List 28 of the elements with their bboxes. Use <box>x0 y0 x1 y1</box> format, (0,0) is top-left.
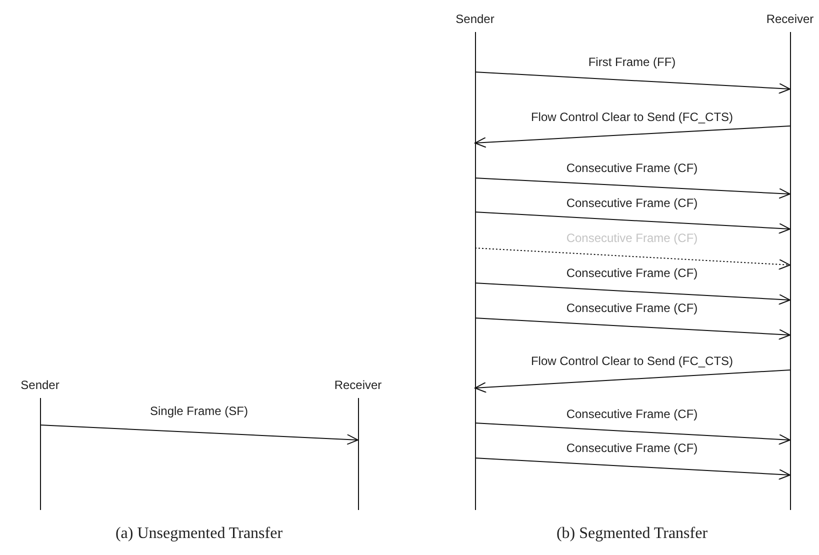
message-arrow <box>474 458 790 480</box>
edge-label: First Frame (FF) <box>588 55 676 69</box>
message-arrow <box>474 126 790 148</box>
edge-label: Consecutive Frame (CF) <box>566 301 698 315</box>
participant-label: Sender <box>454 12 496 26</box>
edge-label: Consecutive Frame (CF) <box>566 196 698 210</box>
subfigure-caption: (b) Segmented Transfer <box>556 525 708 543</box>
participant-label: Sender <box>20 378 60 392</box>
message-arrow <box>474 282 790 305</box>
participant-label: Receiver <box>765 12 815 26</box>
message-arrow <box>474 422 790 445</box>
participant-label: Receiver <box>333 378 383 392</box>
message-arrow <box>474 72 790 94</box>
message-arrow <box>474 318 790 340</box>
edge-label: Flow Control Clear to Send (FC_CTS) <box>530 110 734 124</box>
edge-label: Consecutive Frame (CF) <box>566 441 698 455</box>
message-arrow <box>474 370 790 393</box>
message-arrow <box>40 424 358 445</box>
message-arrow <box>474 178 790 199</box>
subfigure-caption: (a) Unsegmented Transfer <box>115 525 283 543</box>
edge-label: Consecutive Frame (CF) <box>566 407 698 421</box>
edge-label: Consecutive Frame (CF) <box>566 266 698 280</box>
edge-label: Consecutive Frame (CF) <box>566 231 698 245</box>
edge-label: Single Frame (SF) <box>150 404 248 418</box>
edge-label: Consecutive Frame (CF) <box>566 161 698 175</box>
edge-label: Flow Control Clear to Send (FC_CTS) <box>530 354 734 368</box>
message-arrow <box>474 212 790 234</box>
message-arrow <box>474 248 790 270</box>
